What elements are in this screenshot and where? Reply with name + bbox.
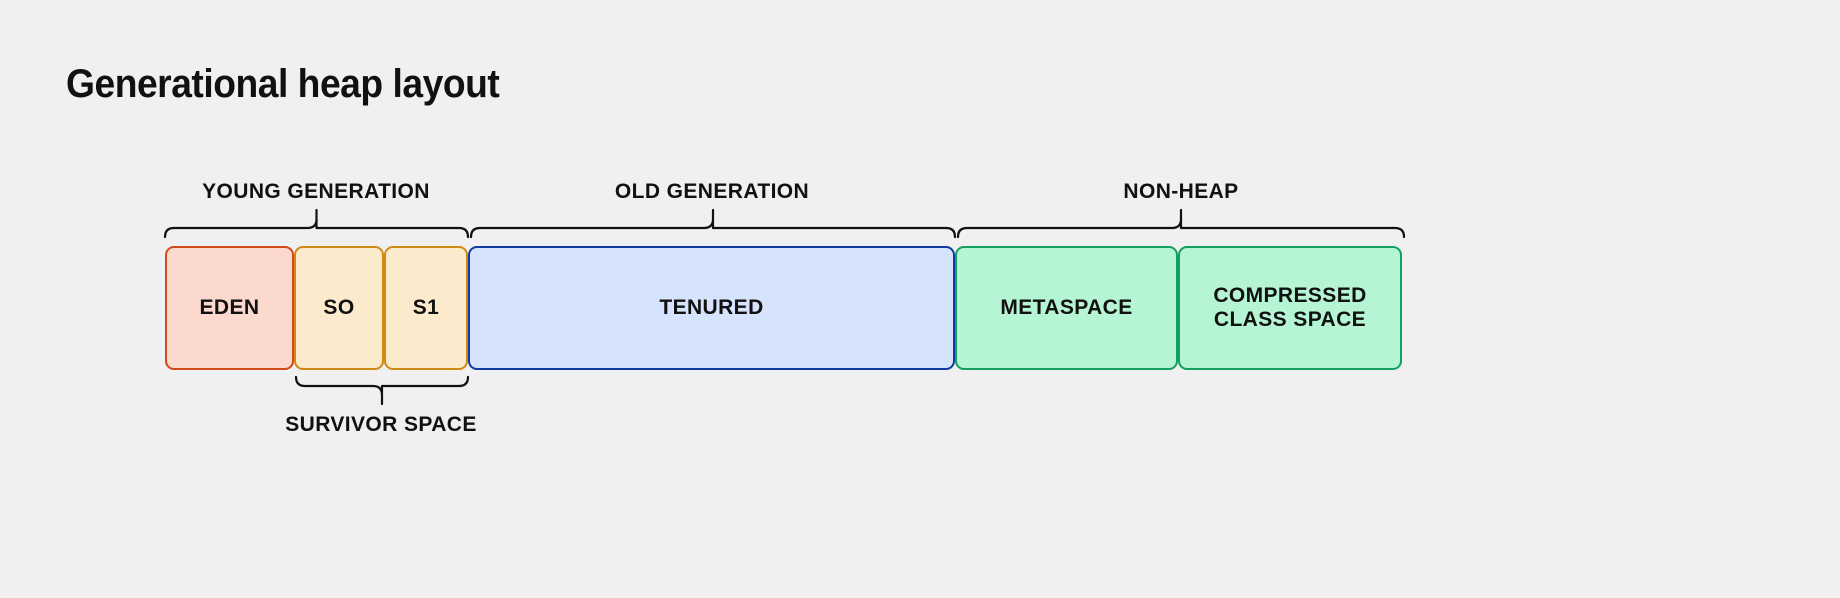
bracket-label-survivor-space: SURVIVOR SPACE	[285, 413, 477, 436]
region-box-s1: S1	[384, 246, 468, 370]
bracket-young-generation	[163, 208, 470, 239]
bracket-old-generation	[469, 208, 957, 239]
bracket-non-heap	[956, 208, 1406, 239]
region-box-metaspace: METASPACE	[955, 246, 1178, 370]
region-box-tenured: TENURED	[468, 246, 955, 370]
region-label-eden: EDEN	[199, 295, 260, 319]
region-label-tenured: TENURED	[659, 295, 764, 319]
bracket-label-young-generation: YOUNG GENERATION	[202, 180, 430, 203]
bracket-label-non-heap: NON-HEAP	[1123, 180, 1239, 203]
region-label-s0: SO	[323, 295, 355, 319]
page-title: Generational heap layout	[66, 62, 500, 106]
region-label-s1: S1	[412, 295, 440, 319]
region-box-eden: EDEN	[165, 246, 294, 370]
region-box-s0: SO	[294, 246, 384, 370]
bracket-survivor-space	[294, 375, 470, 406]
bracket-label-old-generation: OLD GENERATION	[614, 180, 810, 203]
region-label-metaspace: METASPACE	[1000, 295, 1133, 319]
